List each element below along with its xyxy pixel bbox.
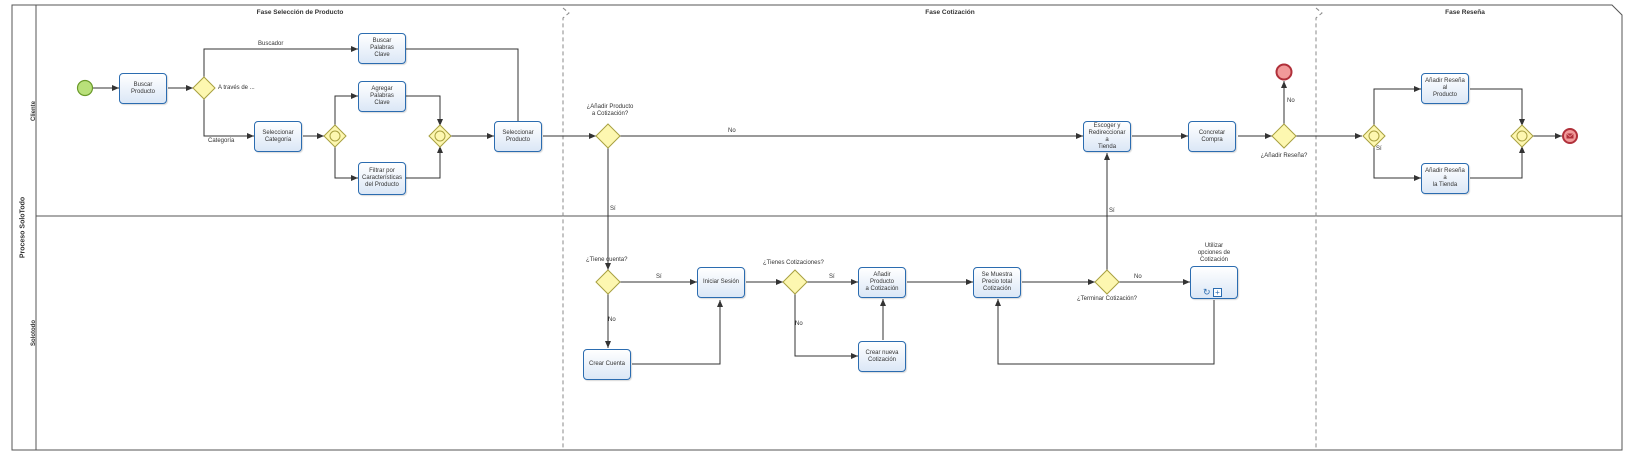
start-event (76, 79, 94, 97)
expand-icon[interactable]: + (1213, 288, 1222, 297)
flow-label-si-terminar: Sí (1109, 208, 1115, 214)
task-crear-cotizacion[interactable]: Crear nueva Cotización (858, 341, 906, 372)
flow-label-si-cotizacion: Sí (610, 206, 616, 212)
pool-frame (11, 4, 1623, 451)
task-buscar-palabras-clave[interactable]: Buscar Palabras Clave (358, 33, 406, 64)
pool-title: Proceso SoloTodo (19, 196, 27, 259)
flow-label-si-cotizaciones: Sí (829, 274, 835, 280)
loop-icon: ↻ (1203, 287, 1211, 297)
phase-separators (562, 7, 1323, 450)
gateway-inclusive-marker (329, 130, 341, 142)
flow-label-categoria: Categoría (208, 138, 235, 144)
task-concretar-compra[interactable]: Concretar Compra (1188, 121, 1236, 152)
lane-cliente: Cliente (31, 101, 37, 122)
flow-label-buscador: Buscador (258, 41, 284, 47)
flow-label-no-main: No (728, 128, 736, 134)
flow-label-no-resena: No (1287, 98, 1295, 104)
gateway-inclusive-marker (1368, 130, 1380, 142)
flow-label-si-cuenta: Sí (656, 274, 662, 280)
gateway-tiene-cuenta (595, 269, 621, 295)
task-filtrar-caracteristicas[interactable]: Filtrar por Características del Producto (358, 162, 406, 195)
sequence-flows (93, 46, 1562, 365)
gateway-label-terminar: ¿Terminar Cotización? (1077, 296, 1138, 302)
task-crear-cuenta[interactable]: Crear Cuenta (583, 349, 631, 380)
gateway-merge (428, 124, 452, 148)
task-agregar-palabras-clave[interactable]: Agregar Palabras Clave (358, 81, 406, 112)
gateway-label-tiene-cuenta: ¿Tiene cuenta? (586, 257, 628, 263)
gateway-inclusive-marker (434, 130, 446, 142)
task-anadir-cotizacion[interactable]: Añadir Producto a Cotización (858, 267, 906, 298)
gateway-anadir-producto (595, 123, 621, 149)
flow-label-si-resena: Sí (1376, 146, 1382, 152)
gateway-label-anadir-producto: ¿Añadir Producto a Cotización? (586, 104, 634, 117)
gateway-label-tienes-cotizaciones: ¿Tienes Cotizaciones? (763, 260, 824, 266)
gateway-inclusive-marker (1516, 130, 1528, 142)
flow-label-no-cuenta: No (608, 317, 616, 323)
gateway-label-anadir-resena: ¿Añadir Reseña? (1260, 153, 1308, 159)
gateway-anadir-resena (1271, 123, 1297, 149)
gateway-label-a-traves: A través de ... (218, 85, 255, 91)
task-seleccionar-categoria[interactable]: Seleccionar Categoría (254, 121, 302, 152)
gateway-terminar (1094, 269, 1120, 295)
task-resena-tienda[interactable]: Añadir Reseña a la Tienda (1421, 163, 1469, 194)
phase-resena: Fase Reseña (1445, 9, 1485, 16)
gateway-parallel-split (323, 124, 347, 148)
phase-seleccion: Fase Selección de Producto (256, 9, 344, 16)
gateway-resena-merge (1510, 124, 1534, 148)
lane-solotodo: Solotodo (31, 320, 37, 346)
task-escoger-redireccionar[interactable]: Escoger y Redireccionar a Tienda (1083, 121, 1131, 152)
task-iniciar-sesion[interactable]: Iniciar Sesión (697, 267, 745, 298)
gateway-resena-split (1362, 124, 1386, 148)
task-precio-total[interactable]: Se Muestra Precio total Cotización (973, 267, 1021, 298)
phase-cotizacion: Fase Cotización (925, 9, 975, 16)
subprocess-label: Utilizar opciones de Cotización (1197, 243, 1231, 263)
task-resena-producto[interactable]: Añadir Reseña al Producto (1421, 73, 1469, 104)
task-buscar-producto[interactable]: Buscar Producto (119, 73, 167, 104)
gateway-a-traves (192, 76, 216, 100)
end-event-no-review (1275, 63, 1293, 81)
flow-label-no-cotizaciones: No (795, 321, 803, 327)
flow-label-no-terminar: No (1134, 274, 1142, 280)
gateway-tienes-cotizaciones (782, 269, 808, 295)
task-seleccionar-producto[interactable]: Seleccionar Producto (494, 121, 542, 152)
